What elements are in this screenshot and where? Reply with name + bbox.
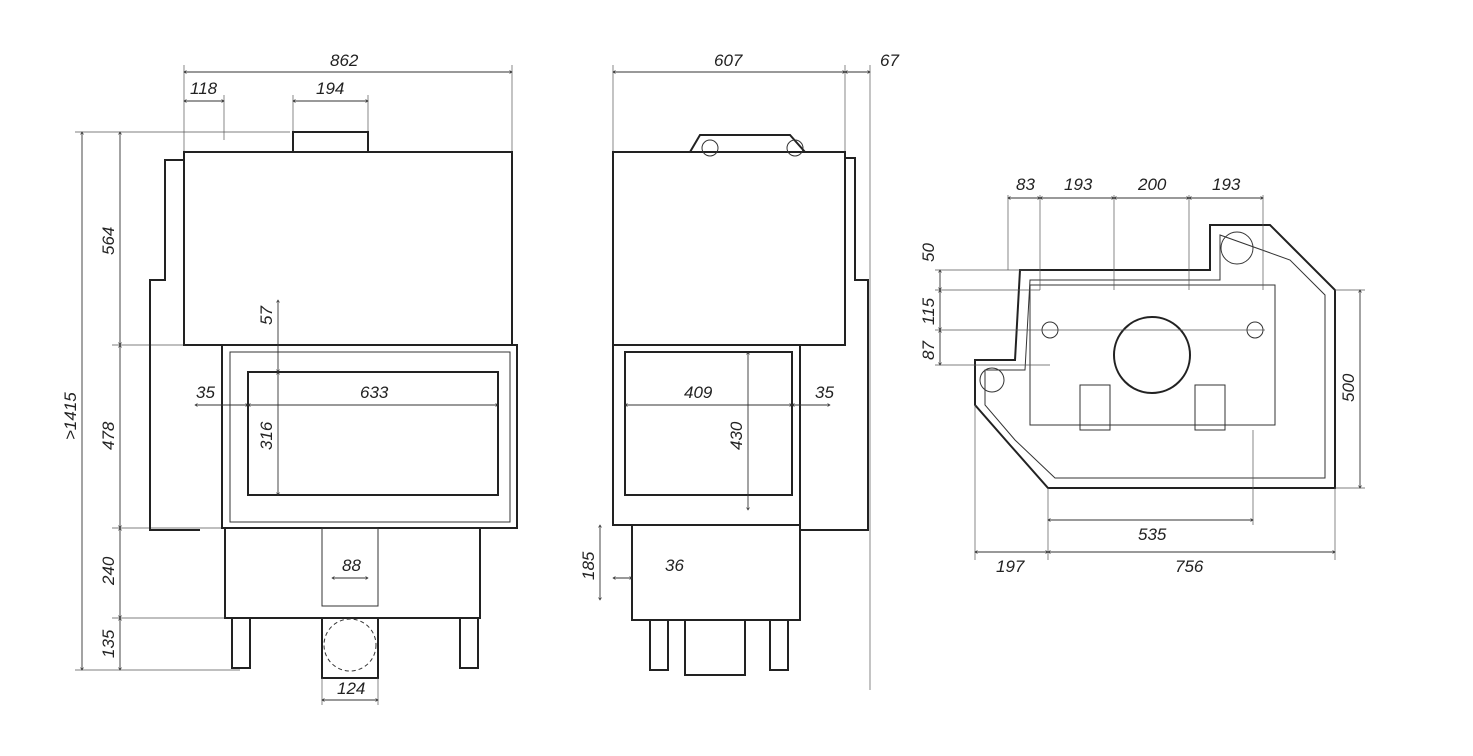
dim-front-glass-width: 633: [360, 383, 389, 402]
dim-front-glass-top-offset: 57: [257, 306, 276, 325]
dim-front-frame-left: 35: [196, 383, 215, 402]
side-view: 607 67 409 430 35 185 36: [579, 51, 899, 690]
dim-top-corner-offset: 197: [996, 557, 1025, 576]
dim-top-spacing-2: 193: [1064, 175, 1093, 194]
front-air-duct: [321, 617, 379, 679]
dim-top-depth: 500: [1339, 373, 1358, 402]
front-view: 862 118 194 >1415 564 478 240 135 57 35 …: [61, 51, 518, 705]
side-base: [631, 524, 801, 621]
front-flue-collar: [292, 131, 369, 153]
dim-top-row-2: 115: [919, 297, 938, 325]
dim-front-air-inlet-width: 88: [342, 556, 361, 575]
dim-front-offset-left: 118: [190, 79, 218, 98]
dim-side-base-offset: 36: [665, 556, 684, 575]
side-door-frame: [612, 344, 801, 526]
dim-side-glass-height: 430: [727, 421, 746, 450]
dim-front-duct-width: 124: [337, 679, 365, 698]
dim-top-overall-width: 756: [1175, 557, 1204, 576]
dim-top-inner-width: 535: [1138, 525, 1167, 544]
dim-top-row-3: 87: [919, 341, 938, 360]
dim-top-row-1: 50: [919, 243, 938, 262]
dim-side-base-height: 185: [579, 551, 598, 580]
dim-side-overall-depth: 607: [714, 51, 743, 70]
dim-front-flue-width: 194: [316, 79, 344, 98]
dim-front-overall-height: >1415: [61, 392, 80, 440]
side-upper-casing: [612, 151, 846, 346]
dim-side-glass-width: 409: [684, 383, 713, 402]
dim-front-upper-height: 564: [99, 227, 118, 255]
dim-side-frame-right: 35: [815, 383, 834, 402]
dim-front-leg-height: 135: [99, 629, 118, 658]
dim-front-overall-width: 862: [330, 51, 359, 70]
dim-front-base-height: 240: [99, 556, 118, 586]
top-flue-opening: [1113, 316, 1191, 394]
front-upper-casing: [183, 151, 513, 346]
top-view: 83 193 200 193 50 115 87 500 535 197 756: [919, 175, 1365, 576]
dim-front-glass-height: 316: [257, 421, 276, 450]
dim-top-spacing-4: 193: [1212, 175, 1241, 194]
dim-top-spacing-1: 83: [1016, 175, 1035, 194]
dim-top-spacing-3: 200: [1137, 175, 1167, 194]
dim-front-door-height: 478: [99, 421, 118, 450]
side-glass: [624, 351, 793, 496]
dim-side-offset: 67: [880, 51, 899, 70]
top-outline: [974, 224, 1336, 489]
